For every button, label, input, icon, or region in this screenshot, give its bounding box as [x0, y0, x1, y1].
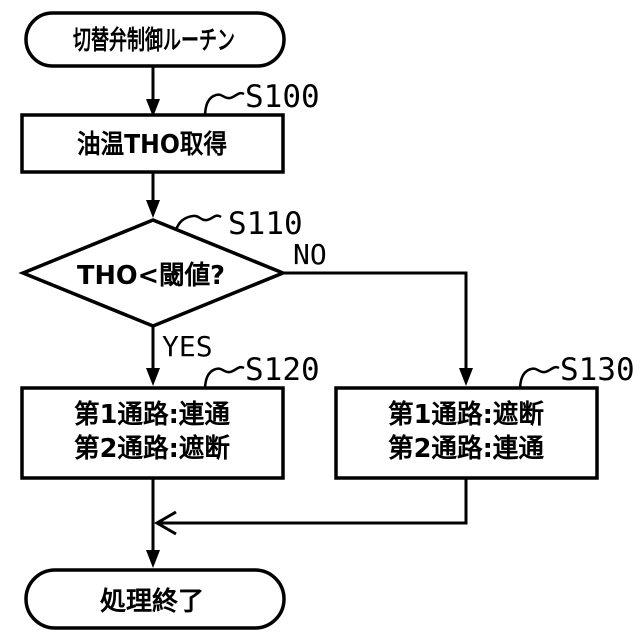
arrowhead-into-s120 [146, 368, 160, 386]
end-terminal-label: 処理終了 [100, 586, 204, 617]
arrowhead-into-s110 [146, 200, 160, 218]
decision-label-s110: THO<閾値? [77, 261, 225, 291]
process-label-s120-line1: 第1通路:連通 [74, 399, 230, 430]
process-label-s130-line1: 第1通路:遮断 [388, 399, 544, 430]
step-id-s130: S130 [560, 352, 635, 388]
s130-leader-squiggle [518, 365, 560, 391]
arrowhead-merge-left [154, 510, 177, 536]
step-id-s110: S110 [228, 206, 303, 242]
s100-leader-squiggle [203, 91, 245, 118]
process-label-s100: 油温THO取得 [77, 130, 227, 160]
branch-label-yes: YES [162, 330, 213, 363]
process-label-s120-line2: 第2通路:遮断 [74, 433, 230, 464]
s110-leader-squiggle [174, 214, 222, 231]
step-id-s120: S120 [245, 352, 320, 388]
arrow-s130-merge [158, 478, 468, 525]
process-label-s130-line2: 第2通路:連通 [388, 433, 544, 464]
end-terminal [24, 568, 286, 630]
start-terminal-label: 切替弁制御ルーチン [73, 25, 235, 56]
process-box-s120 [20, 386, 285, 480]
start-terminal [24, 11, 286, 68]
step-id-s100: S100 [245, 79, 320, 115]
arrow-no-branch [283, 271, 468, 370]
s120-leader-squiggle [203, 365, 245, 391]
branch-label-no: NO [293, 238, 327, 271]
arrowhead-into-s100 [146, 99, 160, 117]
process-box-s130 [334, 386, 599, 480]
arrowhead-into-end [146, 550, 160, 568]
arrowhead-into-s130 [459, 368, 473, 386]
